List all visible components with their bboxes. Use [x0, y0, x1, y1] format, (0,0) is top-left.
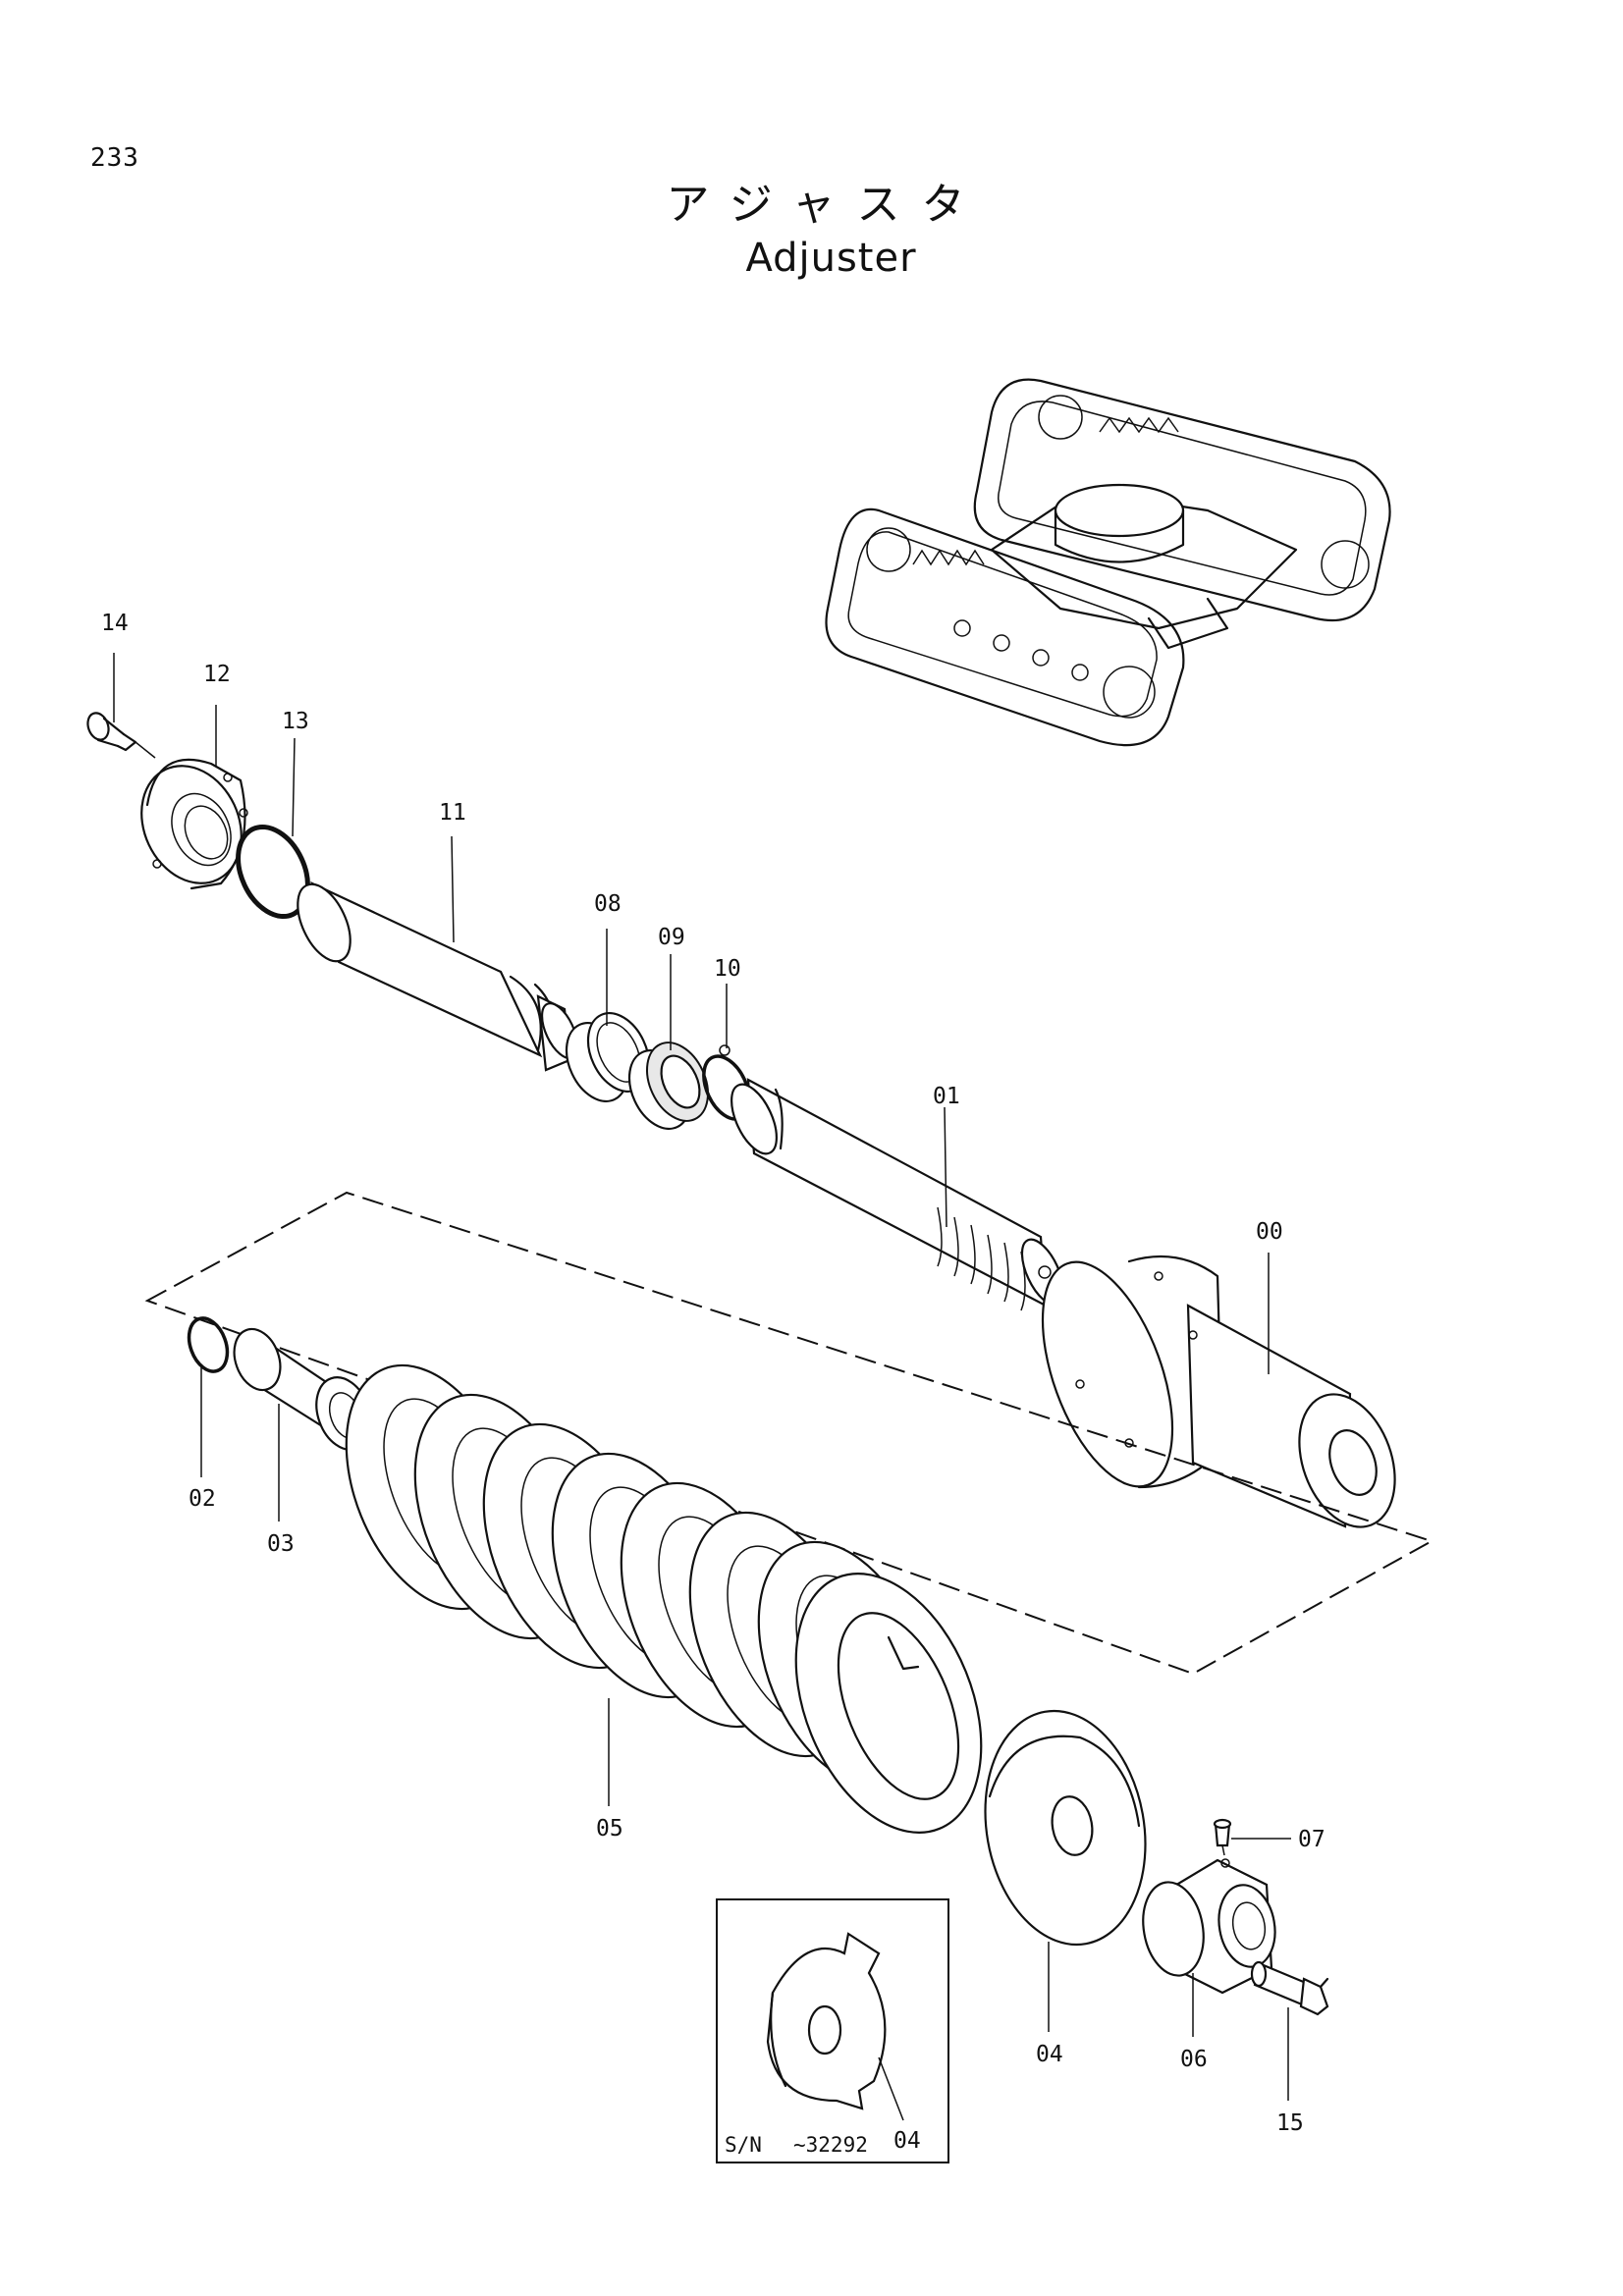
callout-01: 01	[933, 1084, 960, 1109]
part-01-cylinder-rod	[730, 1078, 1065, 1311]
part-11-rod	[297, 881, 579, 1072]
part-13-o-ring	[236, 824, 310, 920]
callout-15: 15	[1276, 2110, 1304, 2136]
callout-03: 03	[267, 1531, 295, 1557]
part-15-valve	[1250, 1960, 1329, 2016]
callout-08: 08	[594, 891, 622, 917]
part-06-nut	[1142, 1858, 1276, 1995]
part-07-grease-fitting	[1213, 1818, 1232, 1856]
callout-02: 02	[189, 1486, 216, 1512]
callout-09: 09	[658, 925, 685, 950]
part-04-spring-seat	[984, 1709, 1147, 1947]
part-00-cylinder	[1041, 1255, 1396, 1528]
part-02-o-ring	[187, 1316, 230, 1373]
callout-05: 05	[596, 1816, 623, 1842]
callout-13: 13	[282, 709, 309, 734]
part-14-bolt	[86, 712, 156, 759]
part-09-seal	[627, 1041, 709, 1130]
callout-12: 12	[203, 662, 231, 687]
callout-labels: 14 12 13 11 08 09 10 01 00 02 03 05 07 0…	[101, 611, 1325, 2157]
callout-06: 06	[1180, 2047, 1208, 2072]
inset-old-part-04	[716, 1898, 949, 2163]
leader-lines	[113, 653, 1291, 2121]
callout-10: 10	[714, 956, 741, 982]
callout-11: 11	[439, 800, 466, 826]
callout-00: 00	[1256, 1219, 1283, 1245]
callout-04-inset: 04	[893, 2128, 921, 2154]
title-japanese: アジャスタ	[666, 180, 987, 230]
page-number: 233	[90, 143, 139, 173]
part-12-flange	[140, 758, 248, 890]
inset-serial-label: S/N	[725, 2133, 762, 2157]
callout-04: 04	[1036, 2042, 1063, 2067]
part-05-spring	[345, 1363, 983, 1834]
callout-14: 14	[101, 611, 129, 636]
title-english: Adjuster	[745, 236, 917, 281]
callout-07: 07	[1298, 1827, 1325, 1852]
undercarriage-overview	[825, 378, 1391, 747]
inset-serial-range: ~32292	[793, 2133, 868, 2157]
